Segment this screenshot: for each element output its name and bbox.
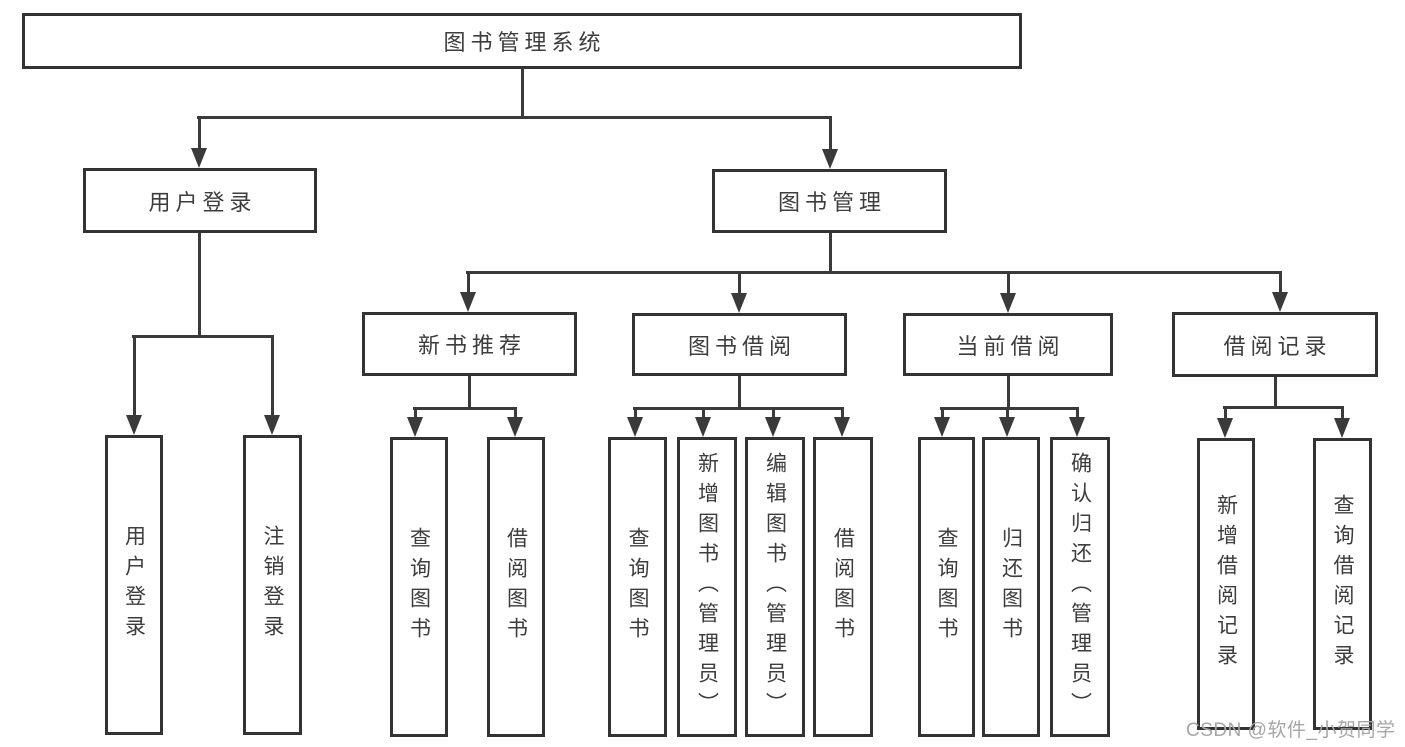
arrowhead-down-icon	[407, 417, 423, 437]
connector-vline	[513, 408, 517, 418]
connector-hline	[940, 406, 1079, 410]
connector-vline	[520, 69, 524, 118]
leaf-add-borrow-record: 新增借阅记录	[1197, 438, 1255, 730]
connector-vline	[270, 336, 274, 416]
leaf-borrow-books-recommend: 借阅图书	[487, 437, 545, 737]
connector-vline	[1340, 407, 1344, 419]
arrowhead-down-icon	[264, 415, 280, 435]
arrowhead-down-icon	[834, 417, 850, 437]
node-user-login: 用户登录	[83, 168, 317, 233]
connector-vline	[197, 233, 201, 338]
csdn-watermark: CSDN @软件_小贺同学	[1186, 720, 1396, 741]
connector-hline	[132, 334, 274, 338]
connector-vline	[737, 376, 741, 410]
connector-vline	[840, 408, 844, 418]
leaf-query-books-borrow: 查询图书	[608, 437, 667, 737]
connector-hline	[1223, 405, 1344, 409]
connector-vline	[633, 408, 637, 418]
node-book-management: 图书管理	[712, 169, 947, 233]
connector-hline	[413, 406, 517, 410]
arrowhead-down-icon	[627, 417, 643, 437]
connector-hline	[633, 406, 844, 410]
arrowhead-down-icon	[1069, 417, 1085, 437]
connector-vline	[467, 376, 471, 410]
arrowhead-down-icon	[934, 417, 950, 437]
arrowhead-down-icon	[460, 292, 476, 312]
leaf-query-books-recommend: 查询图书	[390, 437, 448, 737]
leaf-query-borrow-record: 查询借阅记录	[1313, 438, 1372, 730]
arrowhead-down-icon	[765, 417, 781, 437]
connector-vline	[701, 408, 705, 418]
connector-vline	[132, 336, 136, 416]
leaf-return-books: 归还图书	[982, 437, 1040, 737]
arrowhead-down-icon	[507, 417, 523, 437]
arrowhead-down-icon	[1334, 418, 1350, 438]
leaf-user-login: 用户登录	[105, 435, 163, 735]
connector-vline	[737, 272, 741, 294]
arrowhead-down-icon	[1217, 418, 1233, 438]
connector-vline	[1006, 376, 1010, 410]
node-new-book-recommend: 新书推荐	[362, 312, 577, 376]
connector-vline	[1006, 272, 1010, 294]
arrowhead-down-icon	[822, 149, 838, 169]
connector-vline	[466, 272, 470, 293]
arrowhead-down-icon	[731, 293, 747, 313]
leaf-borrow-books: 借阅图书	[813, 437, 873, 737]
leaf-confirm-return-admin: 确认归还（管理员）	[1050, 437, 1110, 737]
connector-vline	[1223, 407, 1227, 419]
arrowhead-down-icon	[1000, 293, 1016, 313]
connector-hline	[466, 270, 1282, 274]
leaf-logout: 注销登录	[243, 435, 302, 735]
arrowhead-down-icon	[695, 417, 711, 437]
leaf-add-books-admin: 新增图书（管理员）	[677, 437, 737, 737]
connector-vline	[1075, 408, 1079, 418]
connector-vline	[771, 408, 775, 418]
node-book-borrow: 图书借阅	[632, 313, 847, 376]
connector-hline	[197, 115, 832, 119]
arrowhead-down-icon	[126, 415, 142, 435]
node-borrow-records: 借阅记录	[1172, 312, 1378, 377]
connector-vline	[940, 408, 944, 418]
connector-vline	[828, 233, 832, 274]
arrowhead-down-icon	[191, 148, 207, 168]
connector-vline	[1005, 408, 1009, 418]
connector-vline	[197, 117, 201, 149]
connector-vline	[828, 117, 832, 150]
arrowhead-down-icon	[1272, 292, 1288, 312]
leaf-query-books-current: 查询图书	[918, 437, 975, 737]
connector-vline	[1273, 377, 1277, 409]
arrowhead-down-icon	[999, 417, 1015, 437]
node-current-borrow: 当前借阅	[903, 313, 1113, 376]
leaf-edit-books-admin: 编辑图书（管理员）	[745, 437, 805, 737]
node-root-library-system: 图书管理系统	[22, 13, 1022, 69]
connector-vline	[1278, 272, 1282, 293]
connector-vline	[413, 408, 417, 418]
